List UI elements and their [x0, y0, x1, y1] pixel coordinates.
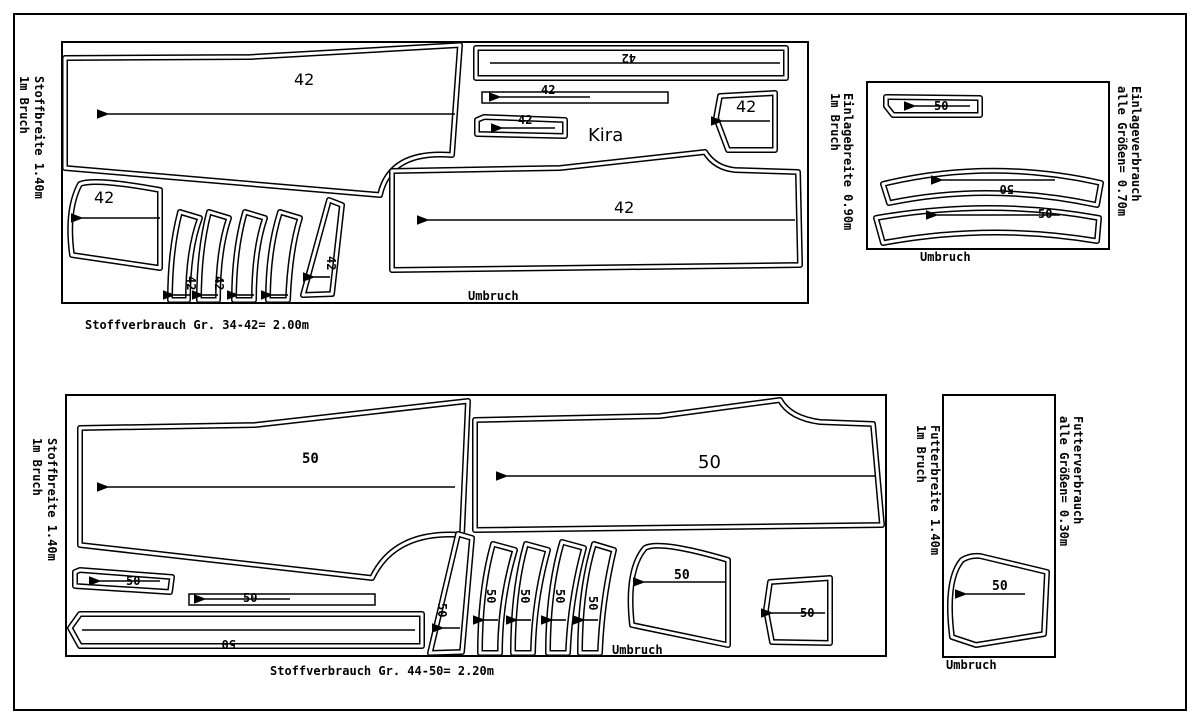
- fabric-consumption: Stoffverbrauch Gr. 44-50= 2.20m: [270, 664, 494, 678]
- size-label: 42: [736, 97, 756, 116]
- size-label: 42: [94, 188, 114, 207]
- fabric-width-label: Stoffbreite 1.40m: [45, 438, 59, 561]
- interfacing-layout: 50 50 50 Umbruch Einlagebreite 0.90m 1m …: [828, 81, 1143, 264]
- fabric-panel-top: [61, 41, 809, 304]
- size-label: 50: [222, 637, 236, 651]
- piece-side-panel: 42: [67, 179, 163, 271]
- fabric-width-label: Stoffbreite 1.40m: [32, 76, 46, 199]
- fold-label: Umbruch: [612, 643, 663, 657]
- piece-small-flap: 42: [474, 113, 568, 139]
- fold-note: 1m Bruch: [30, 438, 44, 496]
- fold-note: 1m Bruch: [17, 76, 31, 134]
- lining-width-label: Futterbreite 1.40m: [928, 425, 942, 555]
- size-label: 50: [518, 589, 532, 603]
- size-label: 50: [435, 603, 449, 617]
- lining-layout: 50 Umbruch Futterbreite 1.40m 1m Bruch F…: [914, 394, 1085, 672]
- size-label: 50: [934, 99, 948, 113]
- pieces-curved-strips: 42 42 42: [162, 197, 345, 303]
- lining-consumption: alle Größen= 0.30m: [1057, 416, 1071, 546]
- size-label: 50: [800, 606, 814, 620]
- top-layout: 42 42 42 42 Kira 42 42: [17, 41, 809, 332]
- interfacing-panel: [866, 81, 1110, 250]
- size-label: 50: [553, 589, 567, 603]
- size-label: 42: [622, 51, 636, 65]
- piece-waistband: 42: [473, 45, 789, 81]
- piece-waistband: 50: [67, 611, 425, 651]
- pieces-curved-strips: 50 50 50 50 50: [427, 531, 617, 656]
- fold-label: Umbruch: [468, 289, 519, 303]
- piece-strip: 50: [188, 591, 376, 606]
- piece-back-trouser: 42: [389, 149, 803, 273]
- size-label: 42: [541, 83, 555, 97]
- size-label: 50: [484, 589, 498, 603]
- model-name: Kira: [588, 125, 623, 146]
- size-label: 50: [586, 596, 600, 610]
- piece-side-panel: 50: [627, 542, 731, 648]
- lining-consumption-title: Futterverbrauch: [1071, 416, 1085, 524]
- outer-frame: [13, 13, 1187, 711]
- size-label: 50: [992, 579, 1008, 594]
- interfacing-width-label: Einlagebreite 0.90m: [841, 93, 855, 230]
- size-label: 50: [243, 591, 257, 605]
- piece-front-trouser: 50: [77, 398, 471, 581]
- piece-pocket: 50: [760, 575, 833, 646]
- size-label: 42: [518, 113, 532, 127]
- fold-note: 1m Bruch: [914, 425, 928, 483]
- size-label: 50: [1038, 207, 1052, 221]
- fold-label: Umbruch: [920, 250, 971, 264]
- interfacing-consumption-title: Einlageverbrauch: [1129, 86, 1143, 202]
- size-label: 42: [184, 276, 198, 290]
- bottom-layout: 50 50 50 50 50: [30, 394, 887, 678]
- size-label: 42: [614, 198, 634, 217]
- size-label: 50: [1000, 182, 1014, 196]
- piece-small-flap: 50: [72, 567, 175, 595]
- piece-back-trouser: 50: [472, 397, 885, 533]
- fabric-panel-bottom: [65, 394, 887, 657]
- piece-pocket: 42: [710, 90, 778, 153]
- size-label: 50: [302, 451, 319, 467]
- lining-panel: [942, 394, 1056, 658]
- fold-label: Umbruch: [946, 658, 997, 672]
- interfacing-consumption: alle Größen= 0.70m: [1115, 86, 1129, 216]
- fold-note: 1m Bruch: [828, 93, 842, 151]
- size-label: 42: [294, 70, 314, 89]
- size-label: 42: [212, 276, 226, 290]
- fabric-consumption: Stoffverbrauch Gr. 34-42= 2.00m: [85, 318, 309, 332]
- size-label: 42: [324, 256, 338, 270]
- size-label: 50: [674, 568, 690, 583]
- size-label: 50: [698, 452, 721, 473]
- piece-strip: 42: [481, 83, 669, 104]
- size-label: 50: [126, 574, 140, 588]
- piece-front-trouser: 42: [62, 42, 463, 198]
